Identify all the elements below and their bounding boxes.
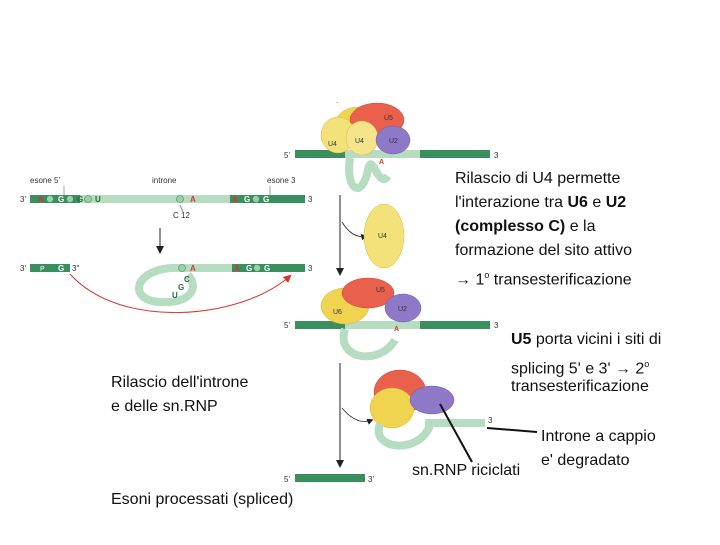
base-g-7: G [264,264,270,273]
exon5-label: esone 5' [30,176,60,185]
spliced-exons-group: 5' 3' [284,474,374,484]
b-exon5-bar [295,150,345,158]
u4-label-b: U4 [328,141,337,148]
recycled-label: sn.RNP riciclati [412,462,521,479]
u5-label-b: U5 [384,115,393,122]
u5-label-c: U5 [376,287,385,294]
base-g-2: G [77,195,83,204]
step2-line1: U5 porta vicini i siti di [511,331,662,348]
base-u-1: U [95,195,101,204]
spliced-3-label: 3' [368,475,374,484]
u6-label-c: U6 [333,309,342,316]
phosphate-icon-6 [178,264,186,272]
u2-blob-released [409,385,455,415]
c-intron-loop [339,327,399,361]
c-3-label: 3 [494,321,499,330]
u6-blob-released [369,387,415,429]
pre-mrna-5-label: 3' [20,195,26,204]
released-u4-label: U4 [378,233,387,240]
pre-mrna-3-label: 3 [308,195,313,204]
phosphate-p-1: P [40,266,45,273]
released-lariat-group: 3 [369,369,538,463]
u2-blob-c [384,293,422,323]
lariat-line2: e' degradato [541,452,630,469]
complex-b-group: . 5' 3 U5 U4 U4 U2 A [284,96,499,192]
pointer-snrnp [439,403,473,463]
b-intron-loop [345,157,392,192]
phosphate-icon-3 [84,195,92,203]
u2-label-b: U2 [389,138,398,145]
lariat-3-label: 3 [488,416,493,425]
pre-mrna-group: esone 5' introne esone 3 3' 3 A G G U A … [20,176,313,220]
b-3-label: 3 [494,151,499,160]
lariat-intermediate-group: 3' P G 3" 3 A A G G G U C [20,263,313,314]
exon3-bar-2 [232,264,305,272]
spliced-5-label: 5' [284,475,290,484]
base-g-1: G [58,195,64,204]
base-g-6: G [246,264,252,273]
spliced-label: Esoni processati (spliced) [111,491,294,508]
intermediate-5-label: 3' [20,264,26,273]
base-a-2: A [190,195,196,204]
u2-label-c: U2 [398,306,407,313]
red-transfer-arrow [69,273,292,314]
c-5-label: 5' [284,321,290,330]
c12-label: C 12 [173,211,190,220]
b-a-site: A [379,159,384,166]
base-a-1: A [38,195,44,204]
complex-c-group: 5' 3 U5 U6 U2 A [284,277,499,361]
c-exon3-bar [420,321,490,329]
lariat-oh-label: 3" [72,264,79,273]
u2-blob-b [375,125,411,155]
dot-mark: . [336,96,338,105]
base-g-5: G [58,264,64,273]
phosphate-icon-2 [66,195,74,203]
intermediate-3-label: 3 [308,264,313,273]
release-line1: Rilascio dell'introne [111,374,249,391]
lariat-loop [135,263,197,307]
arrow-release-lariat [341,407,374,425]
pointer-lariat [486,427,538,433]
base-g-8: G [178,283,184,292]
base-u-2: U [172,291,178,300]
u4-core-label-b: U4 [355,138,364,145]
released-u4-blob [363,203,405,269]
release-line2: e delle sn.RNP [111,398,218,415]
step2-line2: splicing 5' e 3' → 2o [511,359,650,378]
base-a-4: A [190,264,196,273]
lariat-loop-released [374,422,434,450]
spliced-exon-bar [295,474,365,482]
step2-line3: transesterificazione [511,378,649,395]
base-a-3: A [232,195,238,204]
b-5-label: 5' [284,151,290,160]
base-c-1: C [184,275,190,284]
base-g-3: G [244,195,250,204]
phosphate-icon-4 [176,195,184,203]
base-g-4: G [263,195,269,204]
u5-blob-c [341,277,395,309]
step1-line1: Rilascio di U4 permette [455,170,621,187]
phosphate-icon-5 [252,195,260,203]
exon3-label: esone 3 [267,176,296,185]
lariat-line1: Introne a cappio [541,428,656,445]
phosphate-icon-7 [253,264,261,272]
base-a-5: A [234,264,240,273]
intron-bar [80,195,230,203]
lariat-tail-bar [425,419,485,427]
intron-label: introne [152,176,177,185]
c-a-site: A [394,326,399,333]
exon5-bar [30,195,80,203]
step1-line4: formazione del sito attivo [455,242,632,259]
arrow-release-u4 [341,221,368,241]
phosphate-icon-1 [46,195,54,203]
c-exon5-bar [295,321,345,329]
b-exon3-bar [420,150,490,158]
exon3-bar [230,195,305,203]
step1-line2: l'interazione tra U6 e U2 [455,194,627,211]
step1-line5: → 1o transesterificazione [455,270,632,289]
step1-line3: (complesso C) e la [455,218,596,235]
exon5-bar-2 [30,264,70,272]
